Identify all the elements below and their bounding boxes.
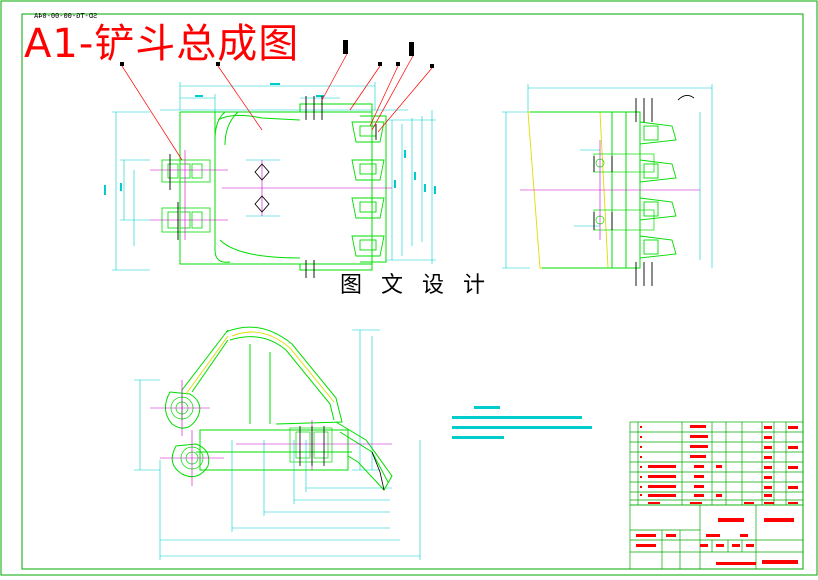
watermark-text: 图 文 设 计 [340, 272, 491, 300]
side-view [502, 84, 713, 286]
inner-frame [21, 13, 804, 570]
title-block [629, 421, 804, 570]
technical-notes [452, 406, 592, 439]
drawing-title: A1-铲斗总成图 [24, 21, 300, 67]
elevation-view [134, 326, 421, 560]
top-view [104, 40, 436, 278]
